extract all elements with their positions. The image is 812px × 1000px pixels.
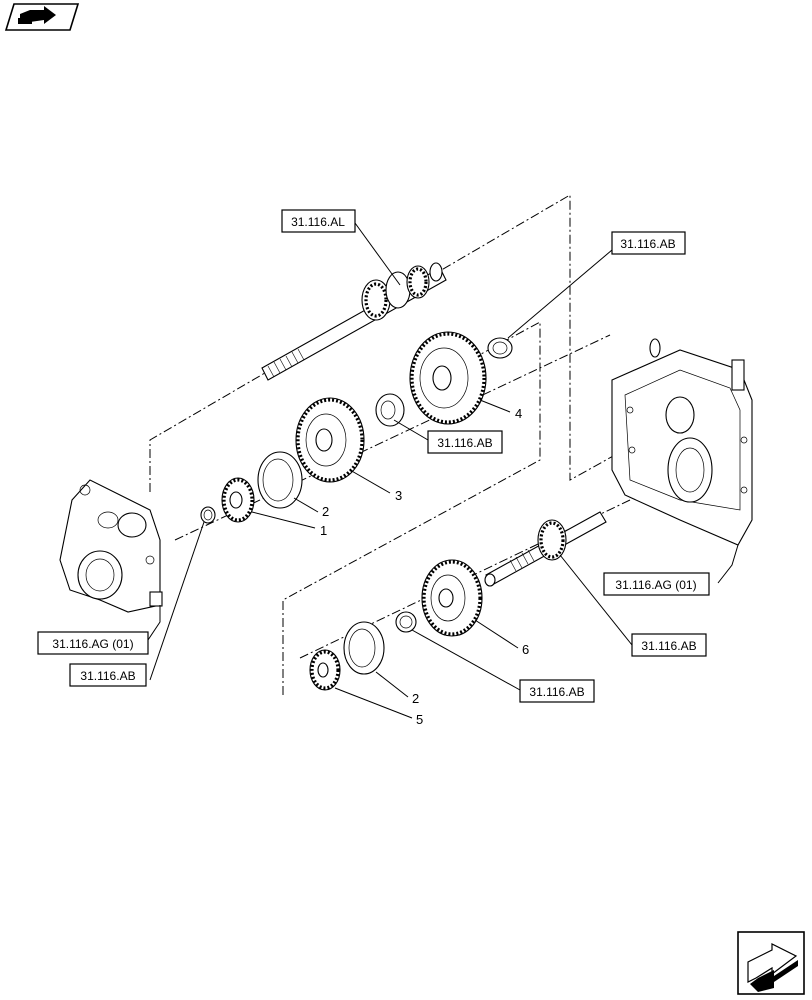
bushing-top-right [487,337,513,359]
second-shaft [484,511,607,587]
svg-text:31.116.AL: 31.116.AL [291,215,345,229]
ref-31-116-ag-right[interactable]: 31.116.AG (01) [603,572,710,596]
item-number-5: 5 [416,712,423,727]
ref-31-116-ab-top-right[interactable]: 31.116.AB [611,231,686,255]
svg-text:31.116.AB: 31.116.AB [641,639,696,653]
ref-31-116-al-top[interactable]: 31.116.AL [281,209,356,233]
synchro-ring-lower [343,621,385,675]
svg-text:31.116.AB: 31.116.AB [437,436,492,450]
bushing-left [200,506,216,524]
assembly-centerlines [149,194,631,695]
ref-31-116-ab-mid[interactable]: 31.116.AB [427,430,503,454]
item-number-6: 6 [522,642,529,657]
right-housing [611,338,753,546]
synchro-ring-upper [257,451,303,509]
item-number-3: 3 [395,488,402,503]
main-shaft-assembly [261,262,447,381]
ref-31-116-ab-lower[interactable]: 31.116.AB [519,679,595,703]
item-numbers: 4 3 2 1 6 2 5 [320,406,529,727]
svg-text:31.116.AG (01): 31.116.AG (01) [615,578,696,592]
svg-text:31.116.AB: 31.116.AB [620,237,675,251]
item-number-1: 1 [320,523,327,538]
gear-1 [221,477,255,523]
item-number-4: 4 [515,406,522,421]
next-page-arrow-icon[interactable] [737,931,805,995]
gear-4 [409,331,487,425]
page-view-arrow-icon[interactable] [4,3,80,31]
item-number-2-lower: 2 [412,691,419,706]
left-housing [59,479,163,613]
item-number-2-upper: 2 [322,504,329,519]
ref-31-116-ab-left[interactable]: 31.116.AB [69,663,147,687]
svg-text:31.116.AB: 31.116.AB [529,685,584,699]
gear-6 [421,559,483,637]
gear-3 [295,397,365,483]
bushing-lower [395,611,417,633]
svg-text:31.116.AG (01): 31.116.AG (01) [52,637,133,651]
bearing-mid [375,393,405,427]
ref-31-116-ag-left[interactable]: 31.116.AG (01) [37,631,149,655]
ref-31-116-ab-right-shaft[interactable]: 31.116.AB [631,633,707,657]
svg-text:31.116.AB: 31.116.AB [80,669,135,683]
gear-5 [309,649,341,691]
leader-lines [147,222,739,719]
